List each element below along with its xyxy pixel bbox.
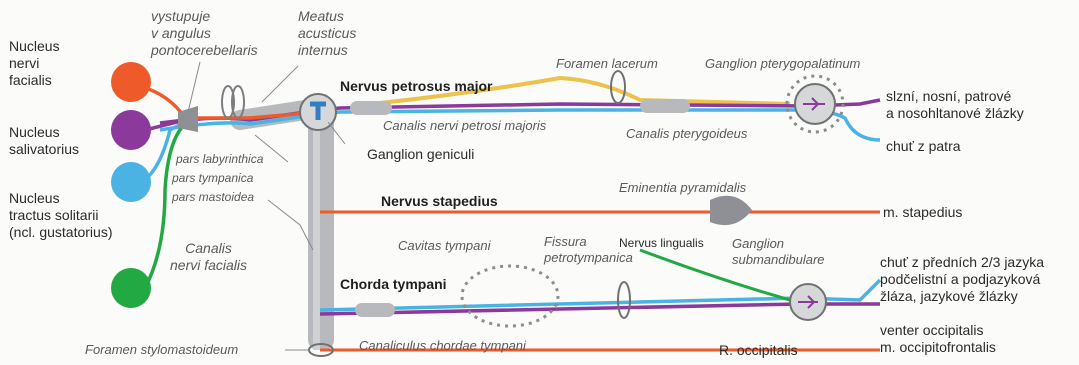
target-venter-label: venter occipitalis m. occipitofrontalis [880, 322, 996, 356]
foramen-lacerum-label: Foramen lacerum [556, 56, 658, 72]
nucleus-salivatorius-circle [111, 110, 151, 150]
fissura-petrotympanica-ring [618, 282, 630, 318]
pars-mastoidea-label: pars mastoidea [172, 190, 254, 205]
target-chut-jazyka-label: chuť z předních 2/3 jazyka podčelistní a… [880, 254, 1044, 305]
pars-labyrinthica-label: pars labyrinthica [176, 152, 263, 167]
canaliculus-chordae-shape [355, 303, 395, 317]
facial-canal [240, 110, 334, 350]
meatus-label: Meatus acusticus internus [298, 8, 356, 59]
ganglion-pterygopalatinum [787, 76, 843, 132]
ganglion-submandibulare [790, 284, 826, 320]
cavitas-tympani-outline [462, 266, 558, 326]
nucleus-gustatorius-circle [111, 268, 151, 308]
target-slzni-label: slzní, nosní, patrové a nosohltanové žlá… [886, 88, 1024, 122]
eminentia-pyramidalis-label: Eminentia pyramidalis [619, 180, 746, 196]
nucleus-solitarii-circle [111, 162, 151, 202]
nervus-petrosus-major-label: Nervus petrosus major [340, 78, 493, 95]
cavitas-tympani-label: Cavitas tympani [398, 238, 490, 254]
nucleus-solitarii-label: Nucleus tractus solitarii (ncl. gustator… [9, 190, 112, 241]
r-occipitalis-label: R. occipitalis [719, 342, 798, 359]
ganglion-submandibulare-label: Ganglion submandibulare [732, 236, 825, 268]
target-chut-patra-label: chuť z patra [886, 138, 961, 155]
pars-tympanica-label: pars tympanica [172, 171, 253, 186]
nucleus-facialis-circle [111, 62, 151, 102]
nucleus-salivatorius-label: Nucleus salivatorius [9, 124, 79, 158]
foramen-stylomastoideum-label: Foramen stylomastoideum [85, 342, 238, 358]
canal-nervi-petrosi-shape [350, 101, 392, 115]
nucleus-facialis-label: Nucleus nervi facialis [9, 38, 60, 89]
canalis-nervi-petrosi-label: Canalis nervi petrosi majoris [383, 118, 546, 134]
canalis-nervi-facialis-label: Canalis nervi facialis [170, 240, 247, 274]
vystupuje-label: vystupuje v angulus pontocerebellaris [151, 8, 258, 59]
ganglion-pterygopalatinum-label: Ganglion pterygopalatinum [705, 56, 860, 72]
canal-pterygoideus-shape [640, 99, 690, 113]
canalis-pterygoideus-label: Canalis pterygoideus [626, 126, 747, 142]
nervus-lingualis-label: Nervus lingualis [619, 236, 704, 251]
ganglion-geniculi-label: Ganglion geniculi [367, 146, 474, 163]
target-m-stapedius-label: m. stapedius [883, 204, 962, 221]
nervus-stapedius-label: Nervus stapedius [381, 193, 498, 210]
eminentia-pyramidalis-shape [710, 196, 752, 225]
canaliculus-chordae-label: Canaliculus chordae tympani [359, 338, 526, 354]
chorda-tympani-label: Chorda tympani [340, 276, 447, 293]
